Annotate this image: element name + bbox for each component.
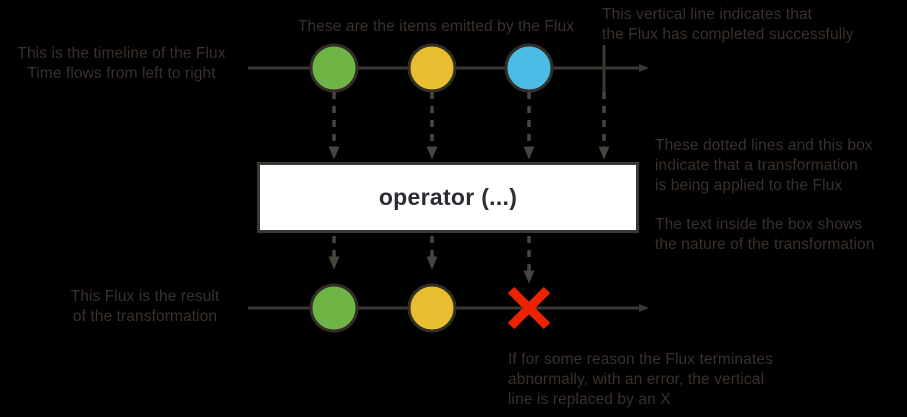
error-x-icon[interactable] [507,286,551,330]
annotation-items-top: These are the items emitted by the Flux [297,18,575,35]
operator-box-label: operator (...) [378,184,518,210]
source-marble-yellow[interactable] [407,43,457,93]
result-marble-green[interactable] [309,283,359,333]
annotation-result-flux: This Flux is the result of the transform… [70,288,220,325]
result-timeline-group [248,283,649,333]
transform-arrows-out [328,236,535,284]
annotation-completion-line: This vertical line indicates that the Fl… [602,6,854,43]
source-marble-green[interactable] [309,43,359,93]
annotation-box-text-note: The text inside the box shows the nature… [655,216,875,253]
annotation-transformation: These dotted lines and this box indicate… [655,137,873,194]
transform-arrows-in [328,92,610,160]
annotation-timeline-left: This is the timeline of the Flux Time fl… [17,45,226,82]
annotation-error-note: If for some reason the Flux terminates a… [508,351,773,408]
source-timeline-group [248,43,649,93]
operator-box[interactable]: operator (...) [257,162,639,233]
source-marble-blue[interactable] [504,43,554,93]
result-marble-yellow[interactable] [407,283,457,333]
